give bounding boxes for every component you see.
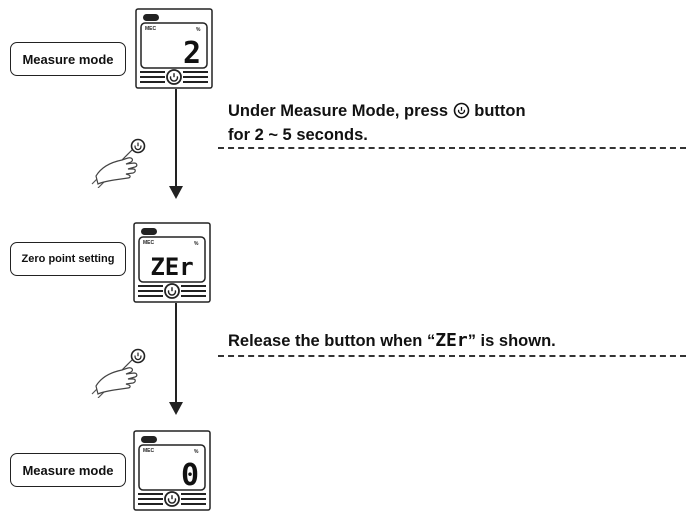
step-label-measure-mode: Measure mode <box>10 453 126 487</box>
flow-arrow <box>169 186 183 199</box>
svg-text:MEC: MEC <box>145 26 157 32</box>
hand-pressing-icon <box>88 346 150 399</box>
divider-dashed <box>218 147 686 149</box>
svg-text:%: % <box>196 27 201 33</box>
device-display-measure: MEC % 0 <box>133 430 211 511</box>
device-display-measure: MEC % 2 <box>135 8 213 89</box>
instruction-step1: Under Measure Mode, press button for 2 ~… <box>228 101 526 146</box>
instruction-text: ” is shown. <box>467 332 556 350</box>
lcd-readout: 0 <box>181 458 199 493</box>
flow-connector <box>175 89 177 187</box>
svg-text:MEC: MEC <box>143 448 155 454</box>
svg-text:%: % <box>194 241 199 247</box>
step-label-zero-point-setting: Zero point setting <box>10 242 126 276</box>
flow-arrow <box>169 402 183 415</box>
svg-text:%: % <box>194 449 199 455</box>
power-button-icon[interactable] <box>166 69 182 85</box>
instruction-text: Release the button when “ <box>228 332 436 350</box>
device-display-zero: MEC % ZEr <box>133 222 211 303</box>
lcd-readout: ZEr <box>150 253 193 281</box>
lcd-readout: 2 <box>183 36 201 71</box>
instruction-text: Under Measure Mode, press <box>228 102 449 120</box>
zer-code: ZEr <box>435 330 468 351</box>
divider-dashed <box>218 355 686 357</box>
svg-text:MEC: MEC <box>143 240 155 246</box>
power-button-icon[interactable] <box>164 491 180 507</box>
instruction-step2: Release the button when “ZEr” is shown. <box>228 330 556 352</box>
flow-connector <box>175 303 177 403</box>
instruction-text: for 2 ~ 5 seconds. <box>228 126 368 144</box>
power-button-icon <box>453 102 470 125</box>
hand-pressing-icon <box>88 136 150 189</box>
power-button-icon[interactable] <box>164 283 180 299</box>
instruction-text: button <box>474 102 526 120</box>
step-label-measure-mode: Measure mode <box>10 42 126 76</box>
